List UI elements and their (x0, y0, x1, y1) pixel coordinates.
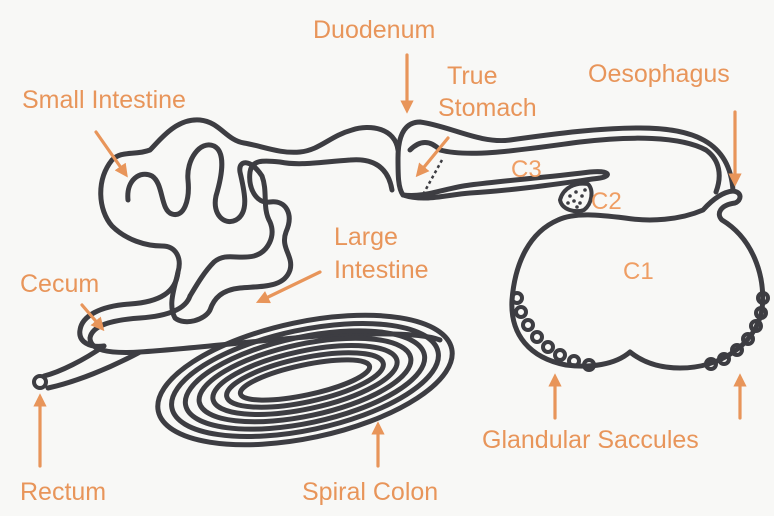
small-intestine-label: Small Intestine (22, 88, 186, 113)
c2-texture (566, 188, 587, 209)
c3-label: C3 (511, 158, 542, 182)
glandular-saccules-label: Glandular Saccules (482, 428, 699, 453)
rectum-label: Rectum (20, 480, 106, 505)
rectum-opening (34, 376, 46, 388)
oesophagus-label: Oesophagus (588, 62, 730, 87)
c1-label: C1 (623, 260, 654, 284)
true-stomach-label-line2: Stomach (438, 96, 537, 121)
small-intestine-outline (101, 120, 398, 322)
c3-compartment-outline (398, 122, 733, 198)
cecum-label: Cecum (20, 272, 99, 297)
spiral-colon-label: Spiral Colon (302, 480, 438, 505)
duodenum-label: Duodenum (313, 18, 435, 43)
true-stomach-label-line1: True (447, 64, 497, 89)
large-intestine-label-line2: Intestine (334, 258, 429, 283)
large-intestine-label-line1: Large (334, 225, 398, 250)
c2-label: C2 (591, 190, 622, 214)
